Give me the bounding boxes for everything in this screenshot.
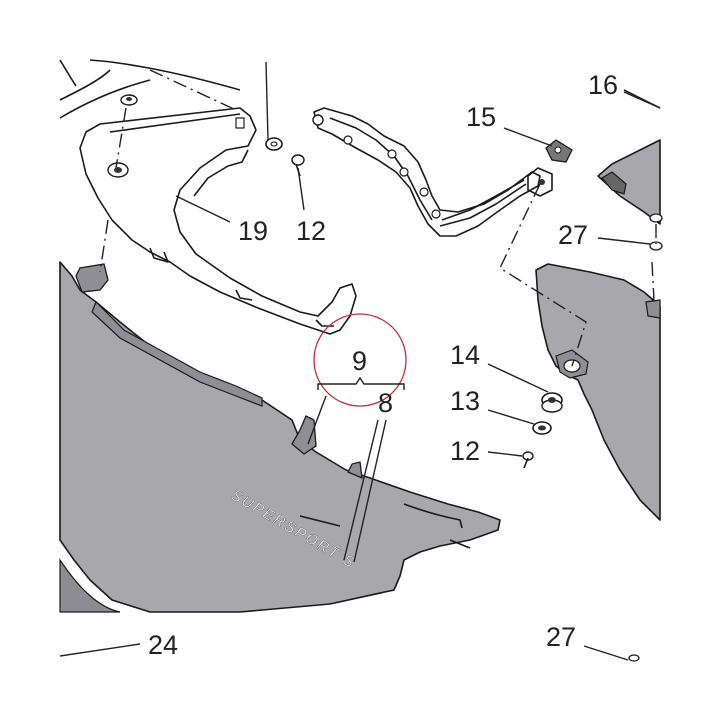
callout-19: 19 [238,216,268,246]
fastener-stack [522,392,563,469]
group-brace-9 [317,376,405,390]
clip-nut-15 [545,139,573,163]
callout-13: 13 [450,386,480,416]
screw-top-left [120,94,138,106]
washer-and-bolt-top [265,137,305,177]
callout-12-bottom: 12 [450,436,480,466]
assembly-dash-lines [99,69,657,367]
upper-fairing-outline [59,59,241,119]
right-side-fairing-panel [535,89,661,521]
callout-24: 24 [148,630,178,660]
callout-8: 8 [378,388,393,418]
callout-12-top: 12 [296,216,326,246]
lower-side-fairing-panel: SUPERSPORT S [59,261,501,613]
leader-lines [59,61,661,661]
fastener-27-top [649,213,663,251]
fastener-27-bottom [628,654,640,662]
callout-27-top: 27 [558,220,588,250]
callout-27-bottom: 27 [546,622,576,652]
callout-15: 15 [466,102,496,132]
mounting-bracket-15 [312,107,553,237]
callout-14: 14 [450,340,480,370]
callout-9: 9 [352,346,367,376]
inner-bracket-19 [79,107,357,335]
callout-labels: 16 15 19 12 27 9 8 14 13 12 24 27 [148,70,618,660]
detail-highlight-circle [313,313,407,407]
callout-16: 16 [588,70,618,100]
